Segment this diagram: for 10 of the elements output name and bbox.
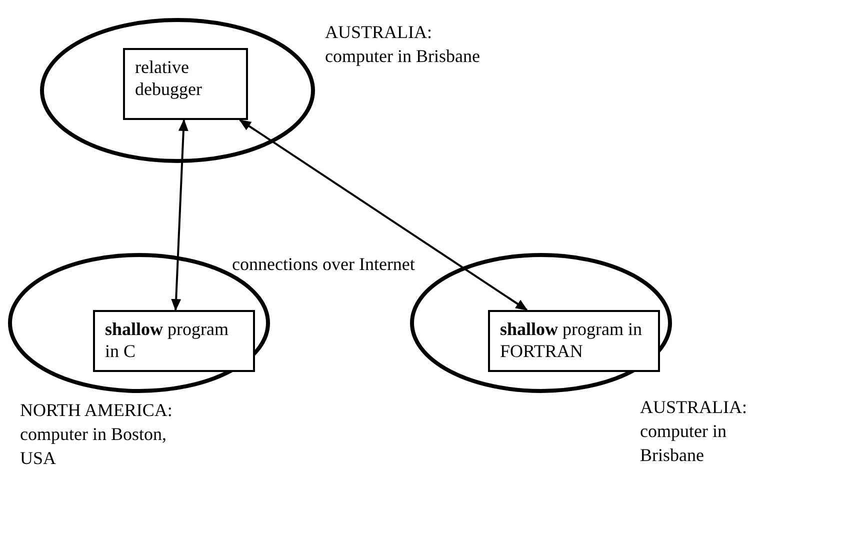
process-box: shallow program in C: [93, 310, 255, 372]
process-box: relative debugger: [123, 48, 248, 120]
connection-caption: connections over Internet: [232, 254, 415, 275]
location-note: AUSTRALIA: computer in Brisbane: [640, 396, 748, 467]
site-ellipse: [40, 18, 315, 163]
location-note: NORTH AMERICA: computer in Boston, USA: [20, 399, 174, 470]
location-note: AUSTRALIA: computer in Brisbane: [325, 21, 481, 68]
arrow: [171, 119, 188, 311]
arrow: [239, 119, 528, 311]
process-box: shallow program in FORTRAN: [488, 310, 660, 372]
